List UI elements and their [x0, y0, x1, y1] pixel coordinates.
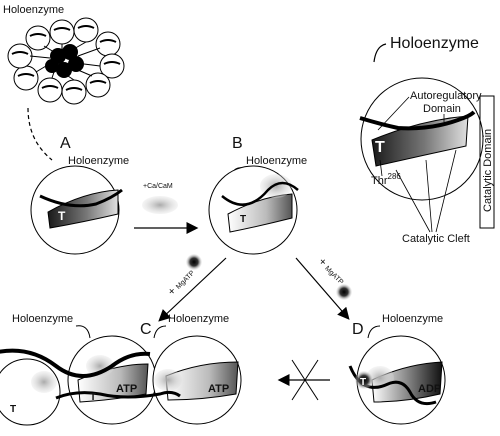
thr-label: Thr286	[371, 172, 401, 187]
subunit-ring	[7, 17, 125, 105]
catalytic-domain-d	[371, 361, 443, 403]
adp-label-d: ADP	[418, 383, 441, 395]
arrow-b-to-c	[158, 257, 227, 322]
thr-marker-c-left: T	[10, 404, 16, 415]
ca-cam-label: +Ca/CaM	[143, 183, 173, 190]
linker-lines	[29, 41, 101, 81]
calmodulin-c-right	[154, 369, 182, 391]
blocked-reverse-step	[277, 359, 330, 401]
thr-marker-d: T	[360, 377, 366, 388]
calmodulin-c-middle	[86, 355, 114, 377]
autoregulatory-strand-a	[39, 188, 123, 208]
dashed-zoom-line	[27, 107, 53, 161]
mgatp-right-step: +MgATP	[295, 256, 352, 320]
autophos-strand-c-1	[0, 348, 151, 378]
autophos-strand-c-2	[55, 390, 181, 400]
subunit-circle-c-left	[0, 358, 61, 426]
subunit-strands	[11, 25, 121, 91]
autoregulatory-label-2: Domain	[423, 103, 461, 115]
catalytic-domain-a	[47, 189, 119, 229]
panel-b: B Holoenzyme T	[208, 135, 307, 255]
catalytic-core-cluster	[45, 44, 84, 78]
holoenzyme-label-assembly: Holoenzyme	[3, 4, 64, 16]
mgatp-icon-right	[336, 284, 352, 300]
holoenzyme-label-d: Holoenzyme	[382, 313, 443, 325]
catalytic-cleft-label: Catalytic Cleft	[402, 233, 470, 245]
calmodulin-icon	[142, 196, 178, 214]
holoenzyme-label-c1: Holoenzyme	[12, 313, 73, 325]
panel-a-label: A	[60, 135, 71, 152]
autoregulatory-label-1: Autoregulatory	[410, 90, 482, 102]
panel-b-label: B	[232, 135, 243, 152]
holoenzyme-detail: Holoenzyme T Autoregulatory Domain Thr28…	[359, 35, 495, 245]
catalytic-domain-label: Catalytic Domain	[482, 129, 494, 212]
holoenzyme-label-b: Holoenzyme	[246, 155, 307, 167]
plus-mgatp-right: +MgATP	[316, 256, 348, 288]
thr-marker-c-middle: T	[90, 392, 96, 403]
panel-d-label: D	[352, 321, 364, 338]
catalytic-domain-c-right	[165, 361, 239, 401]
atp-label-c-middle: ATP	[116, 383, 137, 395]
autoregulatory-strand-detail	[359, 110, 476, 131]
mgatp-icon-left	[186, 254, 202, 270]
calmodulin-bound-b	[260, 174, 292, 198]
holoenzyme-label-detail: Holoenzyme	[390, 35, 479, 52]
thr-marker-b: T	[240, 214, 246, 225]
panel-d: D Holoenzyme T ADP	[348, 313, 446, 425]
mgatp-left-step: +MgATP	[158, 254, 227, 322]
holoenzyme-label-a: Holoenzyme	[68, 155, 129, 167]
panel-a: A Holoenzyme T	[30, 135, 129, 255]
atp-label-c-right: ATP	[208, 383, 229, 395]
phosphothr-marker-d	[355, 371, 373, 389]
panel-c-label: C	[140, 321, 152, 338]
holoenzyme-assembly: Holoenzyme	[3, 4, 125, 161]
panel-c: C Holoenzyme Holoenzyme T T ATP ATP	[0, 313, 242, 426]
arrow-b-to-d	[295, 257, 350, 320]
ca-cam-step: +Ca/CaM	[134, 183, 199, 234]
autoregulatory-strand-b	[221, 181, 299, 206]
calmodulin-c-left	[31, 371, 57, 393]
holoenzyme-label-c2: Holoenzyme	[168, 313, 229, 325]
plus-mgatp-left: +MgATP	[166, 267, 198, 299]
thr-marker-detail: T	[375, 139, 385, 156]
thr-marker-a: T	[58, 209, 66, 223]
